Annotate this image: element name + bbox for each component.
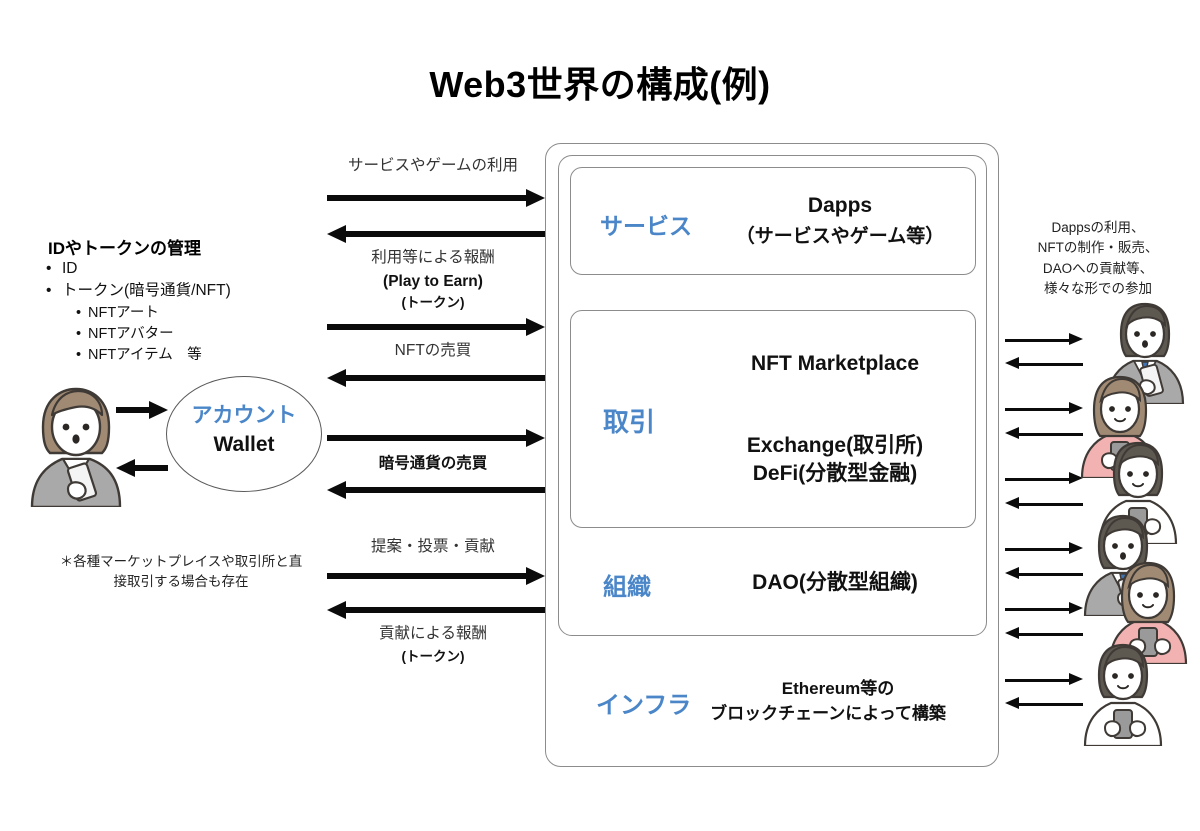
layer-infra-line1: Ethereum等の xyxy=(781,679,895,698)
arrow-right-out-3 xyxy=(1005,472,1083,484)
layer-box-trade[interactable] xyxy=(570,310,976,528)
arrow-crypto-trade-out xyxy=(327,429,545,447)
arrow-right-in-5 xyxy=(1005,627,1083,639)
arrow-right-out-5 xyxy=(1005,602,1083,614)
person-boy-white-icon xyxy=(1075,642,1171,746)
arrow-right-out-4 xyxy=(1005,542,1083,554)
arrow-right-in-1 xyxy=(1005,357,1083,369)
layer-label-service: サービス xyxy=(600,213,692,239)
page-title: Web3世界の構成(例) xyxy=(429,64,771,105)
list-item: NFTアイテム 等 xyxy=(46,345,306,366)
arrow-wallet-to-user xyxy=(116,459,168,477)
left-section-heading: IDやトークンの管理 xyxy=(48,239,201,258)
arrow-label-contribution-sub: (トークン) xyxy=(401,649,465,664)
arrow-right-in-3 xyxy=(1005,497,1083,509)
right-note-line: NFTの制作・販売、 xyxy=(1037,240,1159,256)
arrow-label-reward-3: (トークン) xyxy=(401,295,465,310)
arrow-governance xyxy=(327,567,545,585)
list-item: NFTアバター xyxy=(46,324,306,345)
left-token-list: ID トークン(暗号通貨/NFT) NFTアート NFTアバター NFTアイテム… xyxy=(46,258,306,366)
arrow-label-reward-2: (Play to Earn) xyxy=(383,273,483,290)
arrow-nft-trade-in xyxy=(327,369,545,387)
layer-label-infra: インフラ xyxy=(596,692,692,719)
layer-service-line1: Dapps xyxy=(807,194,873,217)
arrow-service-use xyxy=(327,189,545,207)
layer-org: 組織 DAO(分散型組織) xyxy=(570,540,974,620)
layer-service: サービス Dapps （サービスやゲーム等） xyxy=(570,167,974,273)
right-note-line: Dappsの利用、 xyxy=(1051,220,1145,235)
arrow-right-in-6 xyxy=(1005,697,1083,709)
layer-infra: インフラ Ethereum等の ブロックチェーンによって構築 xyxy=(570,660,974,740)
arrow-label-contribution-reward: 貢献による報酬 xyxy=(378,625,488,642)
wallet-account-node[interactable]: アカウント Wallet xyxy=(166,376,322,492)
layer-trade-line1: NFT Marketplace xyxy=(750,352,920,375)
arrow-user-to-wallet xyxy=(116,401,168,419)
list-item: NFTアート xyxy=(46,303,306,324)
arrow-label-crypto-trade: 暗号通貨の売買 xyxy=(378,455,488,472)
arrow-right-out-1 xyxy=(1005,333,1083,345)
wallet-label-en: Wallet xyxy=(213,433,275,456)
arrow-label-service-use: サービスやゲームの利用 xyxy=(347,157,519,174)
right-note-line: 様々な形での参加 xyxy=(1044,280,1152,296)
arrow-right-out-2 xyxy=(1005,402,1083,414)
list-item: ID xyxy=(46,258,306,281)
list-item: トークン(暗号通貨/NFT) xyxy=(46,280,306,303)
person-left-user-icon xyxy=(16,385,134,507)
layer-trade-line3: DeFi(分散型金融) xyxy=(752,462,918,485)
layer-box-service[interactable] xyxy=(570,167,976,275)
left-footnote: ＊各種マーケットプレイスや取引所と直接取引する場合も存在 xyxy=(59,554,303,590)
arrow-right-in-2 xyxy=(1005,427,1083,439)
layer-label-org: 組織 xyxy=(603,574,651,601)
right-participation-note: Dappsの利用、 NFTの制作・販売、 DAOへの貢献等、 様々な形での参加 xyxy=(1012,218,1184,299)
right-note-line: DAOへの貢献等、 xyxy=(1042,260,1154,276)
wallet-label-jp: アカウント xyxy=(191,404,297,427)
arrow-label-governance: 提案・投票・貢献 xyxy=(370,538,495,555)
arrow-label-nft-trade: NFTの売買 xyxy=(394,342,472,359)
layer-infra-line2: ブロックチェーンによって構築 xyxy=(710,704,946,723)
layer-trade-line2: Exchange(取引所) xyxy=(746,434,924,457)
layer-label-trade: 取引 xyxy=(603,407,656,437)
layer-service-line2: （サービスやゲーム等） xyxy=(735,226,945,247)
arrow-label-reward-1: 利用等による報酬 xyxy=(371,249,495,266)
arrow-contribution-reward xyxy=(327,601,545,619)
arrow-right-out-6 xyxy=(1005,673,1083,685)
arrow-crypto-trade-in xyxy=(327,481,545,499)
arrow-right-in-4 xyxy=(1005,567,1083,579)
layer-org-line1: DAO(分散型組織) xyxy=(752,571,918,594)
arrow-play-to-earn xyxy=(327,225,545,243)
arrow-nft-trade-out xyxy=(327,318,545,336)
layer-trade: 取引 NFT Marketplace Exchange(取引所) DeFi(分散… xyxy=(570,310,974,526)
